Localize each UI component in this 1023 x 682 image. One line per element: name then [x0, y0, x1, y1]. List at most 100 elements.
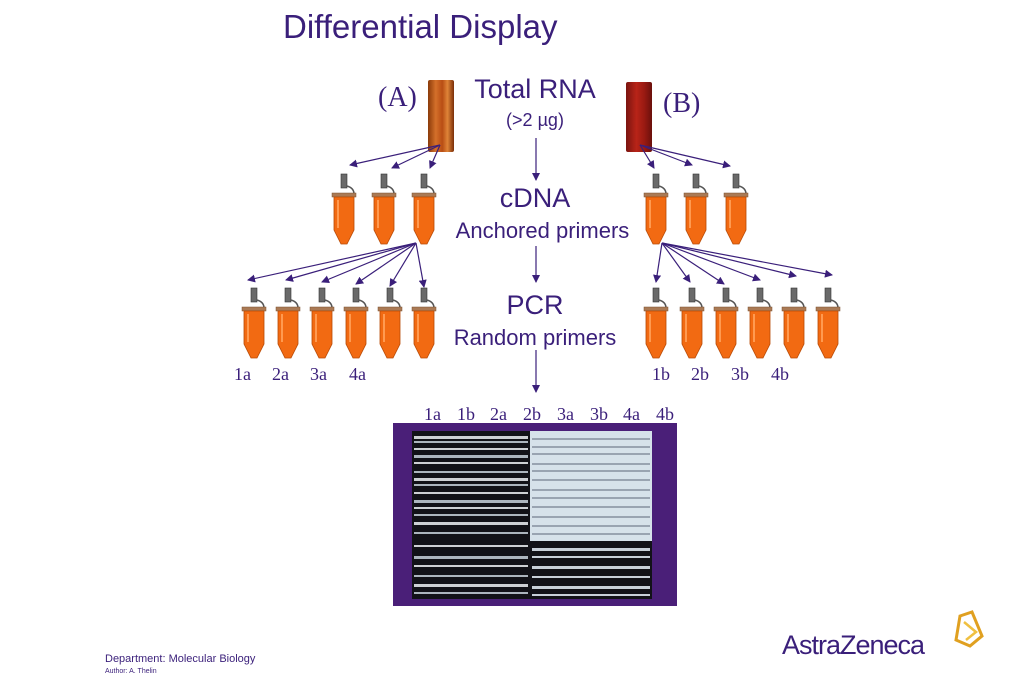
gel-band — [532, 470, 650, 472]
arrow-sample-a-split — [429, 144, 441, 169]
pcr-tube-b — [815, 287, 841, 359]
gel-band — [414, 592, 528, 594]
cdna-tube-b — [643, 173, 669, 245]
tube-rim — [815, 306, 841, 312]
tube-cap — [722, 287, 730, 303]
tube-rim — [781, 306, 807, 312]
arrow-cdna-a-split — [285, 242, 417, 282]
arrow-sample-a-split — [349, 144, 441, 168]
pcr-tube-b — [781, 287, 807, 359]
tube-rim — [723, 192, 749, 198]
gel-lane-label-4a: 4a — [623, 404, 640, 424]
gel-band — [532, 506, 650, 508]
tube-rim — [683, 192, 709, 198]
arrow-cdna-a-split — [247, 242, 417, 283]
cdna-tube-a — [371, 173, 397, 245]
tube-cap — [652, 287, 660, 303]
tube-cap — [688, 287, 696, 303]
tube-label-2a: 2a — [272, 364, 289, 384]
arrow-cdna-b-split — [661, 242, 797, 279]
tube-rim — [411, 192, 437, 198]
gel-band — [414, 492, 528, 494]
tube-cap — [756, 287, 764, 303]
gel-band — [414, 545, 528, 547]
gel-band — [532, 489, 650, 491]
gel-band — [532, 533, 650, 535]
tube-cap — [790, 287, 798, 303]
gel-band — [414, 471, 528, 473]
gel-band — [414, 522, 528, 525]
arrow-sample-a-split — [391, 144, 441, 169]
tube-rim — [643, 192, 669, 198]
pcr-tube-a — [377, 287, 403, 359]
tube-label-1b: 1b — [652, 364, 670, 384]
gel-lane-label-2a: 2a — [490, 404, 507, 424]
gel-band — [414, 441, 528, 443]
arrow-cdna-b-split — [661, 242, 691, 283]
tube-rim — [331, 192, 357, 198]
tube-rim — [377, 306, 403, 312]
gel-band — [414, 584, 528, 587]
gel-band — [532, 497, 650, 499]
gel-band — [414, 507, 528, 509]
gel-band — [532, 438, 650, 440]
tube-cap — [284, 287, 292, 303]
pcr-tube-a — [309, 287, 335, 359]
gel-band — [532, 463, 650, 465]
pcr-tube-b — [713, 287, 739, 359]
gel-band — [532, 594, 650, 596]
gel-band — [532, 525, 650, 527]
arrow-cdna-b-split — [661, 242, 833, 278]
gel-lane-label-3b: 3b — [590, 404, 608, 424]
gel-lane-label-3a: 3a — [557, 404, 574, 424]
tube-cap — [652, 173, 660, 189]
slide-title: Differential Display — [283, 8, 558, 45]
tube-cap — [380, 173, 388, 189]
arrow-cdna-b-split — [653, 242, 663, 283]
gel-band — [414, 514, 528, 516]
anchored-primers-label: Anchored primers — [455, 218, 630, 243]
gel-band — [532, 548, 650, 551]
gel-band — [414, 448, 528, 450]
tube-label-4a: 4a — [349, 364, 366, 384]
random-primers-label: Random primers — [453, 325, 617, 350]
tube-cap — [824, 287, 832, 303]
gel-band — [532, 566, 650, 569]
tube-rim — [411, 306, 437, 312]
tube-rim — [679, 306, 705, 312]
gel-band — [414, 462, 528, 464]
arrow-cdna-b-split — [661, 242, 761, 282]
gel-band — [532, 453, 650, 455]
arrow-cdna-b-split — [661, 242, 725, 285]
gel-band — [532, 586, 650, 589]
tube-cap — [692, 173, 700, 189]
sample-a-label: (A) — [378, 82, 417, 113]
rna-amount-label: (>2 µg) — [506, 110, 564, 130]
arrow-sample-b-split — [639, 144, 693, 167]
gel-lane-label-2b: 2b — [523, 404, 541, 424]
pcr-tube-b — [643, 287, 669, 359]
arrow-sample-b-split — [639, 144, 731, 169]
gel-band — [414, 575, 528, 577]
tube-rim — [713, 306, 739, 312]
tube-rim — [309, 306, 335, 312]
tube-cap — [420, 173, 428, 189]
gel-right-bright-region — [530, 431, 652, 541]
tube-label-4b: 4b — [771, 364, 789, 384]
astrazeneca-logo: AstraZeneca — [782, 610, 992, 664]
gel-band — [414, 565, 528, 567]
gel-band — [414, 478, 528, 481]
tube-cap — [340, 173, 348, 189]
pcr-tube-a — [241, 287, 267, 359]
gel-band — [532, 516, 650, 518]
gel-band — [414, 436, 528, 439]
cdna-tube-a — [411, 173, 437, 245]
tube-cap — [732, 173, 740, 189]
tube-cap — [250, 287, 258, 303]
tube-label-3a: 3a — [310, 364, 327, 384]
tissue-sample-b — [626, 82, 652, 152]
author-text: Author: A. Thelin — [105, 668, 157, 675]
arrow-cdna-a-split — [415, 242, 427, 288]
pcr-label: PCR — [506, 290, 564, 320]
gel-band — [532, 446, 650, 448]
